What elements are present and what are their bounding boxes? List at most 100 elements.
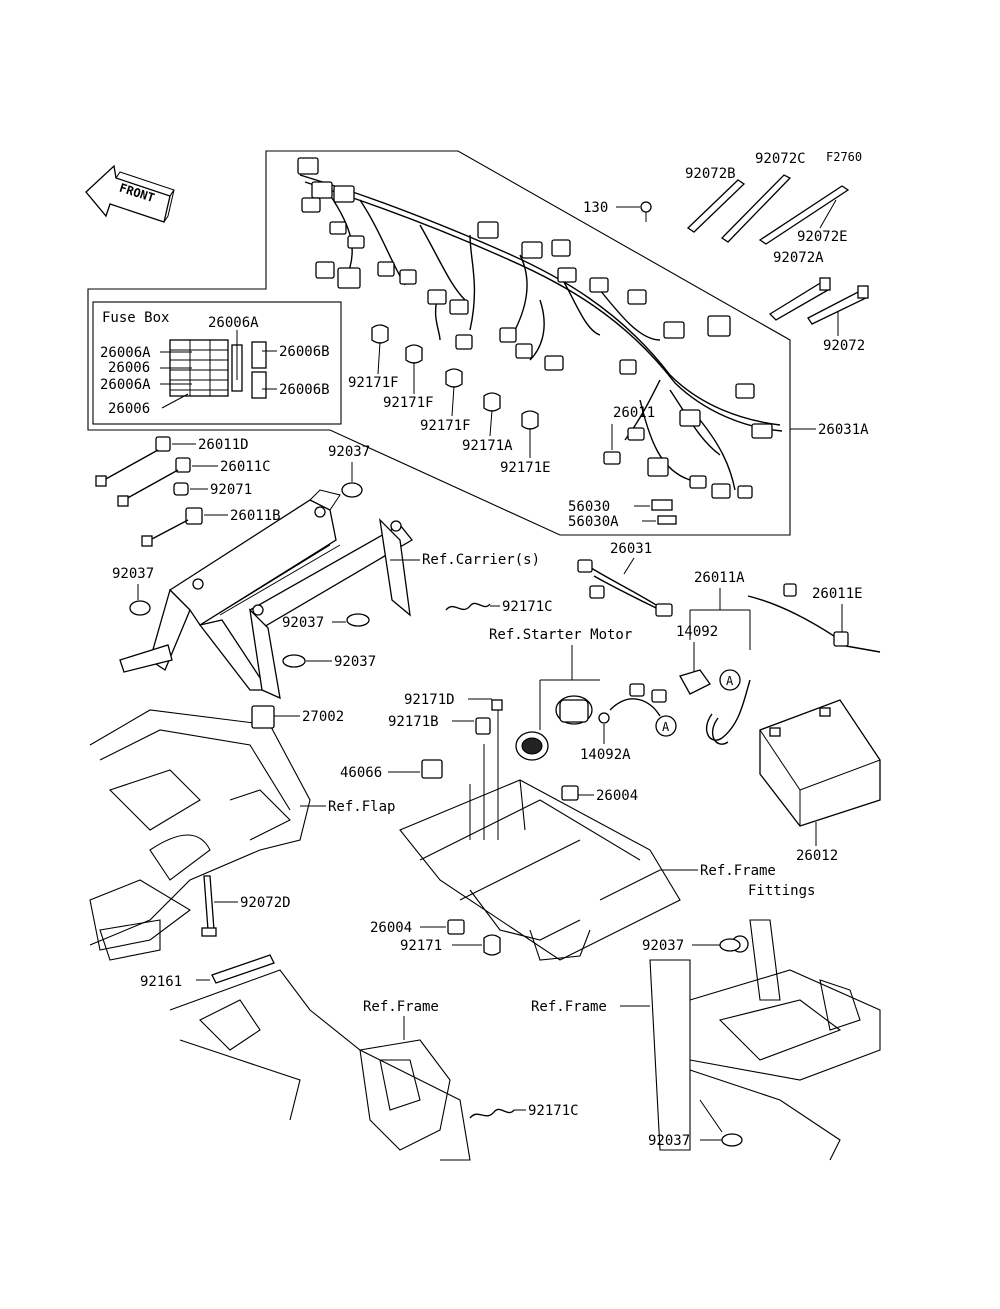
fuse-box-inset — [92, 301, 342, 425]
label-26006-2: 26006 — [108, 401, 150, 417]
label-tag-icon — [651, 499, 673, 511]
label-56030A: 56030A — [568, 514, 619, 530]
label-92171F-1: 92171F — [348, 375, 399, 391]
label-92037-c: 92037 — [282, 615, 324, 631]
ref-carrier: Ref.Carrier(s) — [422, 552, 540, 568]
label-92072E: 92072E — [797, 229, 848, 245]
relay-27002-icon — [251, 705, 275, 729]
connector-26011-icon — [603, 451, 621, 465]
callout-a-lower-icon: A — [655, 715, 677, 737]
sub-harness-26031-icon — [577, 559, 673, 617]
band-92072B-icon — [686, 179, 746, 233]
label-130: 130 — [583, 200, 608, 216]
label-26011C: 26011C — [220, 459, 271, 475]
clamp-icons — [371, 324, 539, 430]
pipe-92161-icon — [211, 954, 275, 984]
ref-frame-fittings-2: Fittings — [748, 883, 815, 899]
label-92171A: 92171A — [462, 438, 513, 454]
label-26004-2: 26004 — [370, 920, 412, 936]
label-92171F-3: 92171F — [420, 418, 471, 434]
label-92037-f: 92037 — [648, 1133, 690, 1149]
clamp-92037-b-icon — [129, 600, 151, 616]
label-92072C: 92072C — [755, 151, 806, 167]
lead-26011B-icon — [141, 507, 203, 547]
fuse-box-title: Fuse Box — [102, 310, 169, 326]
battery-tray-frame — [399, 779, 681, 961]
label-26006B-1: 26006B — [279, 344, 330, 360]
clamp-92037-a-icon — [341, 482, 363, 498]
clamp-92171-icon — [483, 934, 501, 956]
front-arrow-icon: FRONT — [85, 164, 175, 223]
label-92171D: 92171D — [404, 692, 455, 708]
diagram-code: F2760 — [826, 150, 862, 164]
label-92171: 92171 — [400, 938, 442, 954]
callout-a-upper: A — [726, 674, 734, 688]
label-92037-d: 92037 — [334, 654, 376, 670]
lead-26011D-icon — [95, 436, 171, 487]
rear-fender-assembly — [89, 709, 311, 961]
clamp-92037-c-icon — [346, 613, 370, 627]
label-tag-small-icon — [657, 515, 677, 525]
solenoid-icon — [515, 731, 549, 761]
label-92071: 92071 — [210, 482, 252, 498]
label-92171C-1: 92171C — [502, 599, 553, 615]
lead-26011C-icon — [117, 457, 191, 507]
label-46066: 46066 — [340, 765, 382, 781]
label-92161: 92161 — [140, 974, 182, 990]
main-wire-harness — [299, 174, 783, 491]
label-92037-e: 92037 — [642, 938, 684, 954]
label-26011A: 26011A — [694, 570, 745, 586]
label-26006A-1: 26006A — [100, 345, 151, 361]
label-26006-1: 26006 — [108, 360, 150, 376]
bracket-mount-icon — [421, 699, 503, 840]
ref-frame-fittings-1: Ref.Frame — [700, 863, 776, 879]
terminal-cover-14092-icon — [679, 669, 711, 695]
battery-icon — [759, 699, 881, 827]
lower-frame-left — [169, 969, 471, 1161]
label-26006A-top: 26006A — [208, 315, 259, 331]
band-92072E-icon — [758, 185, 850, 245]
label-26004-1: 26004 — [596, 788, 638, 804]
clamp-92037-f-icon — [721, 1133, 743, 1147]
tie-92171C-icon — [445, 602, 491, 611]
label-27002: 27002 — [302, 709, 344, 725]
label-26006B-2: 26006B — [279, 382, 330, 398]
clamp-92037-e-icon — [719, 938, 741, 952]
lower-frame-right — [649, 919, 881, 1161]
label-26011D: 26011D — [198, 437, 249, 453]
band-92072C-icon — [720, 174, 792, 243]
harness-connector-icons — [297, 157, 773, 499]
starter-relay-icon — [555, 695, 593, 725]
label-92072A: 92072A — [773, 250, 824, 266]
label-92171C-2: 92171C — [528, 1103, 579, 1119]
label-92171F-2: 92171F — [383, 395, 434, 411]
ref-frame-1: Ref.Frame — [363, 999, 439, 1015]
label-92171E: 92171E — [500, 460, 551, 476]
callout-a-upper-icon: A — [719, 669, 741, 691]
lead-26011E-icon — [747, 583, 881, 653]
fuse-box-icon — [169, 339, 267, 399]
battery-cable-icon — [706, 679, 751, 745]
carrier-frame — [119, 489, 413, 700]
label-92037-a: 92037 — [328, 444, 370, 460]
band-92072-icon — [807, 285, 869, 325]
label-26011B: 26011B — [230, 508, 281, 524]
grommet-92071-icon — [173, 482, 189, 496]
ref-flap: Ref.Flap — [328, 799, 395, 815]
starter-lead-icon — [609, 683, 667, 717]
band-92072A-icon — [768, 277, 831, 321]
label-26031: 26031 — [610, 541, 652, 557]
bolt-icon — [640, 201, 652, 222]
ref-starter-motor: Ref.Starter Motor — [489, 627, 632, 643]
tie-92171C-lower-icon — [469, 1108, 515, 1119]
label-26012: 26012 — [796, 848, 838, 864]
label-56030: 56030 — [568, 499, 610, 515]
label-26006A-2: 26006A — [100, 377, 151, 393]
nut-14092A-icon — [598, 712, 610, 724]
label-26011: 26011 — [613, 405, 655, 421]
label-92072D: 92072D — [240, 895, 291, 911]
harness-boundary — [87, 150, 791, 536]
clamp-92037-d-icon — [282, 654, 306, 668]
relay-26004-lower-icon — [447, 919, 465, 935]
